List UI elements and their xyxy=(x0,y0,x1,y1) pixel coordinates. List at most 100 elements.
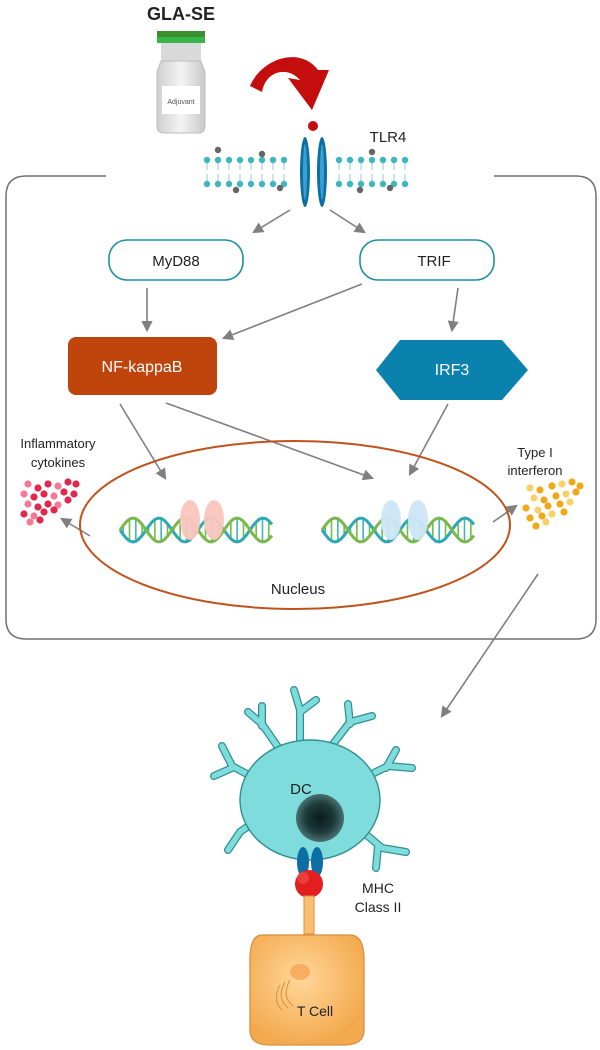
lipid-bilayer xyxy=(203,146,409,194)
arrow-to-cytokines xyxy=(60,517,91,537)
lipid-head xyxy=(280,180,288,188)
lipid-head xyxy=(379,180,387,188)
molecule-dot xyxy=(526,514,534,522)
lipid-head xyxy=(390,180,398,188)
molecule-dot xyxy=(534,506,542,514)
trif-box: TRIF xyxy=(359,239,495,281)
lipid-head xyxy=(203,180,211,188)
dc-nucleus xyxy=(296,794,344,842)
molecule-dot xyxy=(24,480,32,488)
tlr4-receptor xyxy=(300,137,327,207)
dendritic-cell xyxy=(210,686,416,872)
molecule-dot xyxy=(24,500,32,508)
molecule-dot xyxy=(562,490,570,498)
nfkb-box: NF-kappaB xyxy=(68,337,217,395)
irf3-hexagon: IRF3 xyxy=(376,340,528,400)
cytokine-cluster xyxy=(20,478,80,526)
arrow-nfkb-to-gene-1 xyxy=(119,403,167,480)
molecule-dot xyxy=(54,482,62,490)
molecule-dot xyxy=(36,516,44,524)
lipid-head xyxy=(269,180,277,188)
molecule-dot xyxy=(60,488,68,496)
lipid-head xyxy=(247,180,255,188)
molecule-dot xyxy=(20,510,28,518)
lipid-head xyxy=(346,180,354,188)
lipid-head xyxy=(225,156,233,164)
pathway-arrows xyxy=(60,209,539,718)
molecule-dot xyxy=(34,503,42,511)
arrow-trif-to-irf3 xyxy=(447,287,459,333)
molecule-dot xyxy=(54,501,62,509)
lipid-head xyxy=(214,156,222,164)
adjuvant-title: GLA-SE xyxy=(147,4,215,24)
molecule-dot xyxy=(568,478,576,486)
molecule-dot xyxy=(40,490,48,498)
molecule-dot xyxy=(536,486,544,494)
t-cell xyxy=(249,934,365,1046)
molecule-dot xyxy=(44,500,52,508)
molecule-dot xyxy=(26,518,34,526)
lipid-head xyxy=(357,156,365,164)
t-cell-receptor xyxy=(303,895,315,935)
molecule-dot xyxy=(548,482,556,490)
nucleus-label: Nucleus xyxy=(271,581,325,598)
mhc-label-line2: Class II xyxy=(355,899,402,915)
arrow-irf3-to-gene-2 xyxy=(408,403,449,476)
lipid-head xyxy=(236,156,244,164)
t-cell-label: T Cell xyxy=(297,1003,333,1019)
mhc-complex xyxy=(295,847,323,898)
molecule-dot xyxy=(558,480,566,488)
inflammatory-label-line1: Inflammatory xyxy=(20,436,96,451)
arrow-to-interferon xyxy=(492,504,518,523)
lipid-head xyxy=(357,180,365,188)
lipid-head xyxy=(335,180,343,188)
adjuvant-vial: Adjuvant xyxy=(156,31,206,134)
arrow-tlr4-to-myd88 xyxy=(252,209,291,234)
arrow-tlr4-to-trif xyxy=(329,209,366,234)
arrow-trif-to-nfkb xyxy=(221,283,363,340)
membrane-molecule xyxy=(232,186,240,194)
molecule-dot xyxy=(50,492,58,500)
molecule-dot xyxy=(44,480,52,488)
molecule-dot xyxy=(576,482,584,490)
molecule-dot xyxy=(522,504,530,512)
interferon-label-line2: interferon xyxy=(508,463,563,478)
molecule-dot xyxy=(50,506,58,514)
nucleus xyxy=(79,440,511,610)
interferon-label-line1: Type I xyxy=(517,445,552,460)
molecule-dot xyxy=(64,496,72,504)
molecule-dot xyxy=(64,478,72,486)
molecule-dot xyxy=(552,492,560,500)
membrane-molecule xyxy=(276,184,284,192)
molecule-dot xyxy=(572,488,580,496)
membrane-molecule xyxy=(258,150,266,158)
molecule-dot xyxy=(72,480,80,488)
molecule-dot xyxy=(20,490,28,498)
molecule-dot xyxy=(526,484,534,492)
dc-label: DC xyxy=(290,781,312,798)
irf3-bound-proteins xyxy=(381,500,428,540)
inflammatory-label-line2: cytokines xyxy=(31,455,86,470)
molecule-dot xyxy=(544,502,552,510)
lipid-head xyxy=(258,156,266,164)
membrane-molecule xyxy=(386,184,394,192)
molecule-dot xyxy=(560,508,568,516)
lipid-head xyxy=(401,156,409,164)
lipid-head xyxy=(368,180,376,188)
myd88-label: MyD88 xyxy=(152,253,200,270)
molecule-dot xyxy=(530,494,538,502)
molecule-dot xyxy=(34,484,42,492)
membrane-molecule xyxy=(368,148,376,156)
lipid-head xyxy=(335,156,343,164)
membrane-molecule xyxy=(214,146,222,154)
molecule-dot xyxy=(542,518,550,526)
molecule-dot xyxy=(566,498,574,506)
arrow-to-dc xyxy=(440,573,539,718)
lipid-head xyxy=(368,156,376,164)
lipid-head xyxy=(258,180,266,188)
lipid-head xyxy=(379,156,387,164)
molecule-dot xyxy=(532,522,540,530)
molecule-dot xyxy=(30,512,38,520)
arrow-nfkb-to-gene-2 xyxy=(165,402,375,481)
